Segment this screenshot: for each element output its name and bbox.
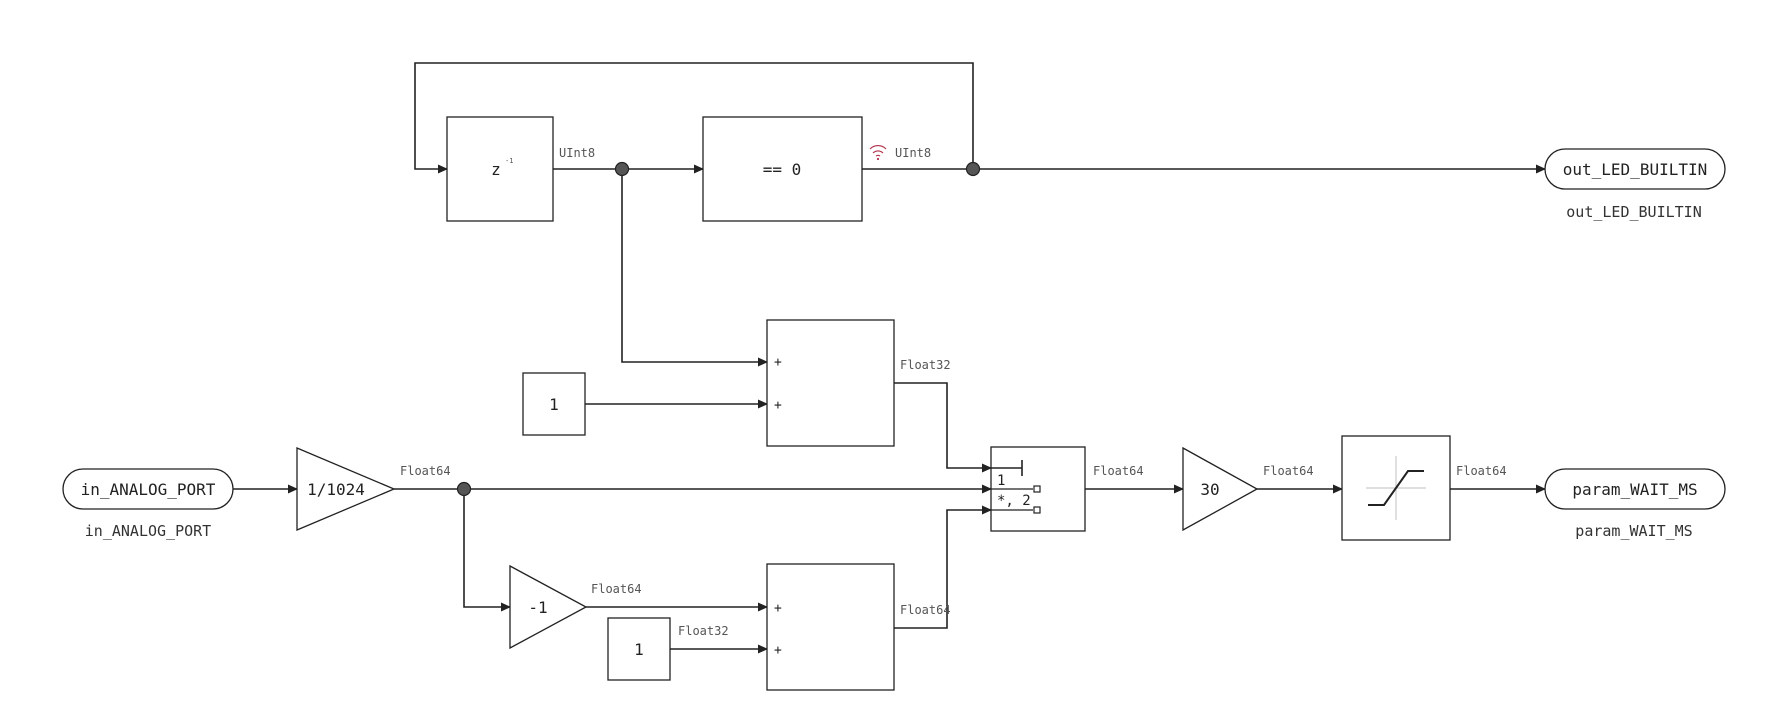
wire-delay-to-sum[interactable] bbox=[621, 169, 768, 367]
sum-bottom-sign-1: + bbox=[774, 601, 782, 616]
const-bottom-label: 1 bbox=[634, 640, 644, 659]
saturation-curve-icon bbox=[1368, 470, 1424, 506]
out-led-port-caption: out_LED_BUILTIN bbox=[1566, 203, 1701, 221]
unit-delay-label: z bbox=[491, 160, 501, 179]
const-bottom-block[interactable]: 1 bbox=[607, 617, 671, 681]
junction-compare-node bbox=[965, 161, 981, 177]
in-analog-port[interactable]: in_ANALOG_PORT bbox=[62, 468, 234, 510]
gain-thirty-block[interactable]: 30 bbox=[1182, 446, 1259, 532]
out-led-port[interactable]: out_LED_BUILTIN bbox=[1544, 148, 1726, 190]
param-wait-port[interactable]: param_WAIT_MS bbox=[1544, 468, 1726, 510]
switch-port-1-label: 1 bbox=[997, 473, 1005, 489]
signal-label-compare-out: UInt8 bbox=[895, 146, 931, 160]
compare-zero-block[interactable]: == 0 bbox=[702, 116, 863, 222]
param-wait-port-caption: param_WAIT_MS bbox=[1575, 522, 1692, 540]
signal-label-neg-out: Float64 bbox=[591, 582, 642, 596]
out-led-port-label: out_LED_BUILTIN bbox=[1563, 160, 1708, 179]
wifi-icon bbox=[869, 145, 887, 161]
switch-port-1-line bbox=[991, 460, 1023, 476]
signal-label-scale-out: Float64 bbox=[400, 464, 451, 478]
switch-contact-b bbox=[1033, 506, 1041, 514]
wire-feedback[interactable] bbox=[414, 62, 974, 174]
const-top-block[interactable]: 1 bbox=[522, 372, 586, 436]
sum-bottom-block[interactable]: + + bbox=[766, 563, 895, 691]
unit-delay-superscript: -1 bbox=[505, 157, 513, 165]
signal-label-sum-bottom-out: Float64 bbox=[900, 603, 951, 617]
gain-scale-label: 1/1024 bbox=[307, 480, 365, 499]
signal-label-sat-out: Float64 bbox=[1456, 464, 1507, 478]
const-top-label: 1 bbox=[549, 395, 559, 414]
switch-port-lines bbox=[991, 488, 1033, 511]
sum-bottom-sign-2: + bbox=[774, 643, 782, 658]
gain-neg-block[interactable]: -1 bbox=[509, 564, 588, 650]
gain-neg-label: -1 bbox=[528, 598, 547, 617]
compare-zero-label: == 0 bbox=[763, 160, 802, 179]
switch-block[interactable]: 1 *, 2 bbox=[990, 446, 1086, 532]
wire-sum-to-switch[interactable] bbox=[894, 382, 992, 473]
sum-top-sign-2: + bbox=[774, 398, 782, 413]
gain-scale-block[interactable]: 1/1024 bbox=[296, 447, 396, 531]
gain-thirty-label: 30 bbox=[1200, 480, 1219, 499]
signal-label-delay-out: UInt8 bbox=[559, 146, 595, 160]
param-wait-port-label: param_WAIT_MS bbox=[1572, 480, 1697, 499]
signal-label-gain-out: Float64 bbox=[1263, 464, 1314, 478]
signal-label-sum-top-out: Float32 bbox=[900, 358, 951, 372]
signal-label-switch-out: Float64 bbox=[1093, 464, 1144, 478]
sum-top-sign-1: + bbox=[774, 355, 782, 370]
junction-delay-node bbox=[614, 161, 630, 177]
switch-contact-a bbox=[1033, 485, 1041, 493]
switch-port-2-label: *, 2 bbox=[997, 493, 1031, 509]
wire-sum-bottom-to-switch[interactable] bbox=[894, 505, 992, 629]
sum-top-block[interactable]: + + bbox=[766, 319, 895, 447]
wire-scale-to-neg[interactable] bbox=[463, 489, 511, 612]
in-analog-port-label: in_ANALOG_PORT bbox=[81, 480, 216, 499]
unit-delay-block[interactable]: z -1 bbox=[446, 116, 554, 222]
saturation-block[interactable] bbox=[1341, 435, 1451, 541]
junction-scale-node bbox=[456, 481, 472, 497]
signal-label-const-bottom-out: Float32 bbox=[678, 624, 729, 638]
in-analog-port-caption: in_ANALOG_PORT bbox=[85, 522, 211, 540]
